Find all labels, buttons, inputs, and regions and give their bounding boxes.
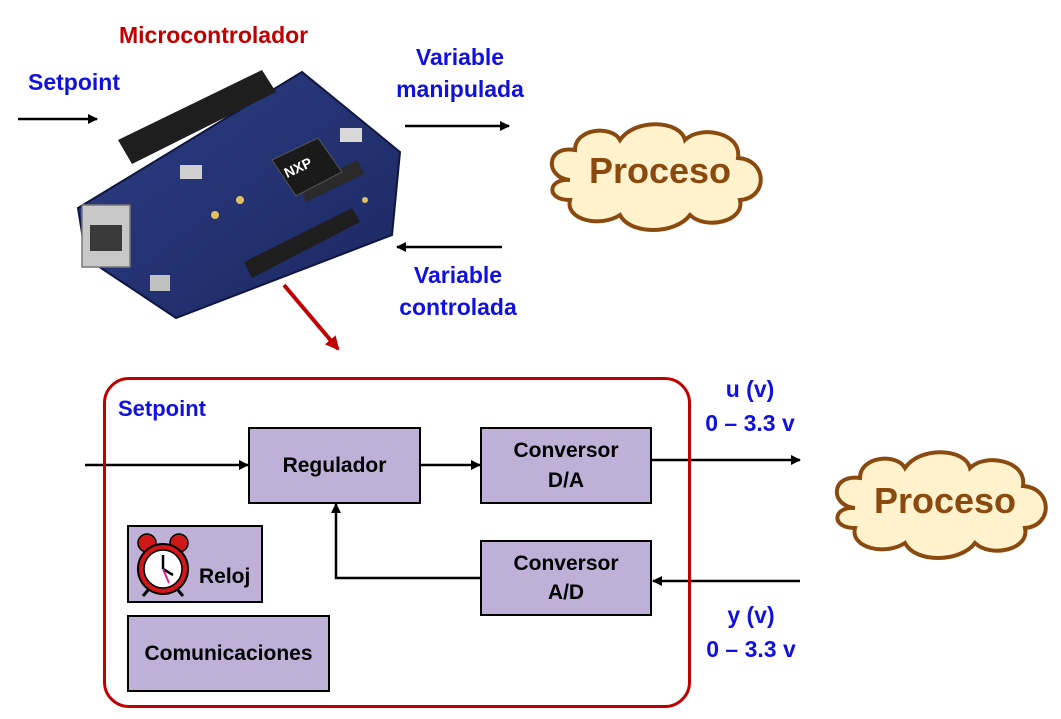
alarm-clock-icon bbox=[137, 533, 189, 597]
da-converter-block: Conversor D/A bbox=[480, 427, 652, 504]
setpoint-label-top: Setpoint bbox=[28, 69, 120, 95]
process-cloud-bottom bbox=[834, 450, 1048, 560]
communications-block: Comunicaciones bbox=[127, 615, 330, 692]
ad-feedback-arrow bbox=[331, 503, 481, 580]
u-signal-line-1: u (v) bbox=[725, 376, 775, 402]
communications-label: Comunicaciones bbox=[144, 641, 313, 665]
controlled-line-1: Variable bbox=[413, 262, 503, 288]
microcontroller-frame bbox=[103, 377, 691, 708]
process-label-top: Proceso bbox=[588, 150, 732, 191]
u-signal-label: u (v) 0 – 3.3 v bbox=[682, 376, 818, 437]
y-signal-line-1: y (v) bbox=[727, 602, 775, 628]
ad-converter-line-2: A/D bbox=[547, 581, 585, 604]
clock-label: Reloj bbox=[199, 564, 251, 588]
manipulated-line-2: manipulada bbox=[396, 75, 524, 102]
controlled-line-2: controlada bbox=[399, 293, 517, 320]
manipulated-variable-label: Variable manipulada bbox=[385, 44, 535, 103]
zoom-arrow bbox=[282, 283, 340, 351]
clock-block: Reloj bbox=[127, 525, 263, 603]
microcontroller-label: Microcontrolador bbox=[119, 22, 309, 48]
process-label-bottom: Proceso bbox=[873, 480, 1017, 521]
y-signal-label: y (v) 0 – 3.3 v bbox=[683, 602, 819, 663]
y-signal-line-2: 0 – 3.3 v bbox=[706, 635, 796, 662]
regulator-label: Regulador bbox=[282, 453, 387, 477]
setpoint-label-bottom: Setpoint bbox=[118, 396, 206, 421]
ad-converter-line-1: Conversor bbox=[513, 551, 619, 575]
microcontroller-board-image: NXP bbox=[76, 70, 402, 320]
controlled-variable-label: Variable controlada bbox=[383, 262, 533, 321]
manipulated-line-1: Variable bbox=[415, 44, 505, 70]
ad-converter-block: Conversor A/D bbox=[480, 540, 652, 616]
regulator-block: Regulador bbox=[248, 427, 421, 504]
da-converter-line-1: Conversor bbox=[513, 439, 619, 463]
da-converter-line-2: D/A bbox=[547, 468, 585, 492]
process-cloud-top bbox=[549, 122, 763, 232]
u-signal-line-2: 0 – 3.3 v bbox=[705, 409, 795, 436]
